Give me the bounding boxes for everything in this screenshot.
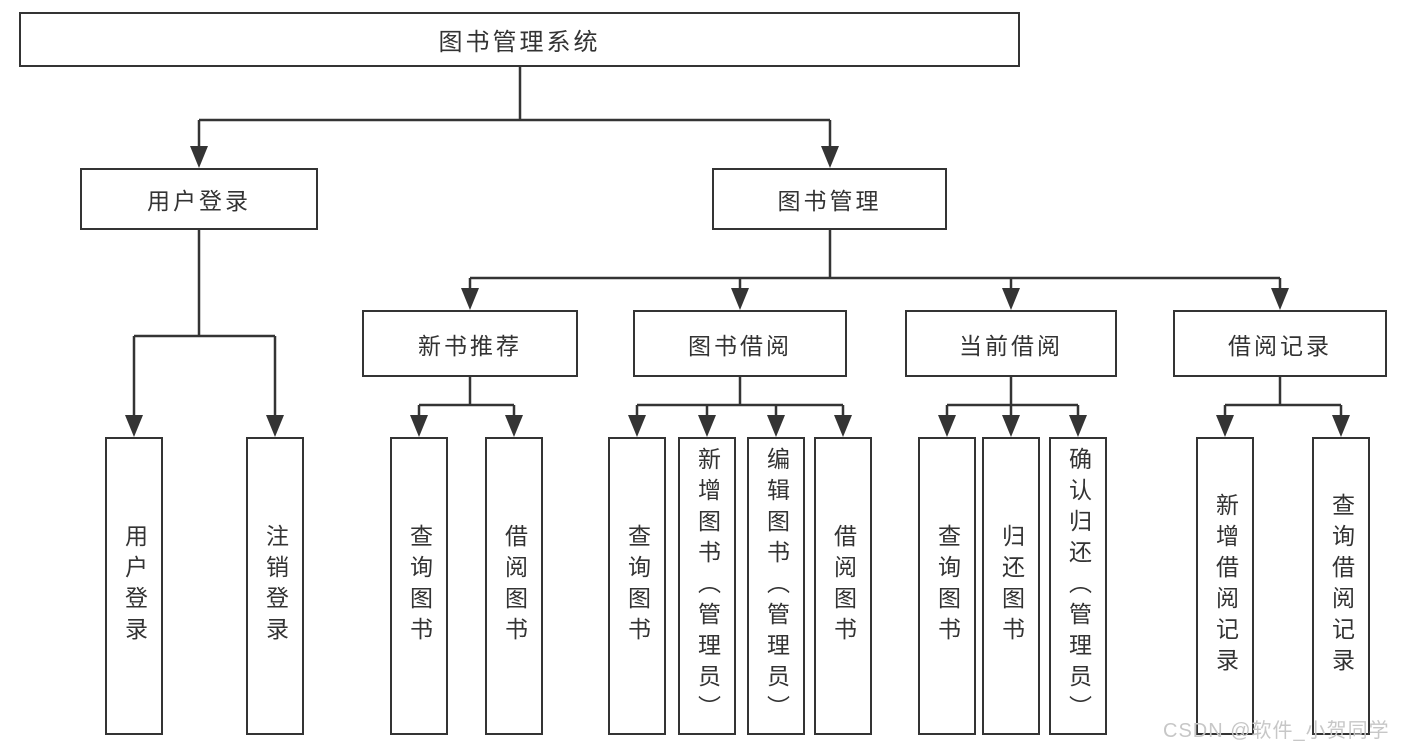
node-leaf-user-login: 用户登录	[105, 437, 163, 735]
node-label: 新增图书（管理员）	[694, 446, 721, 726]
node-label: 借阅图书	[830, 524, 857, 648]
node-user-login-module: 用户登录	[80, 168, 318, 230]
node-leaf-recommend-query-book: 查询图书	[390, 437, 448, 735]
node-label: 查询图书	[624, 524, 651, 648]
node-leaf-add-book-admin: 新增图书（管理员）	[678, 437, 736, 735]
node-root: 图书管理系统	[19, 12, 1020, 67]
node-label: 编辑图书（管理员）	[763, 446, 790, 726]
node-label: 当前借阅	[959, 332, 1063, 359]
node-label: 用户登录	[121, 524, 148, 648]
node-label: 归还图书	[998, 524, 1025, 648]
arrowheads	[125, 146, 1350, 437]
node-leaf-logout: 注销登录	[246, 437, 304, 735]
node-label: 注销登录	[262, 524, 289, 648]
node-book-management: 图书管理	[712, 168, 947, 230]
node-label: 新书推荐	[418, 332, 522, 359]
node-leaf-borrow-query-book: 查询图书	[608, 437, 666, 735]
node-new-book-recommend: 新书推荐	[362, 310, 578, 377]
node-label: 借阅图书	[501, 524, 528, 648]
node-leaf-confirm-return-admin: 确认归还（管理员）	[1049, 437, 1107, 735]
node-leaf-query-borrow-record: 查询借阅记录	[1312, 437, 1370, 735]
node-label: 新增借阅记录	[1212, 493, 1239, 679]
node-label: 查询借阅记录	[1328, 493, 1355, 679]
node-leaf-edit-book-admin: 编辑图书（管理员）	[747, 437, 805, 735]
node-leaf-return-book: 归还图书	[982, 437, 1040, 735]
node-book-borrow: 图书借阅	[633, 310, 847, 377]
node-label: 图书管理	[777, 188, 882, 214]
node-label: 用户登录	[147, 188, 251, 214]
node-leaf-current-query-book: 查询图书	[918, 437, 976, 735]
node-label: 图书借阅	[688, 332, 792, 359]
node-label: 查询图书	[406, 524, 433, 648]
node-leaf-add-borrow-record: 新增借阅记录	[1196, 437, 1254, 735]
watermark: CSDN @软件_小贺同学	[1163, 720, 1390, 742]
node-label: 借阅记录	[1228, 332, 1332, 359]
node-label: 图书管理系统	[438, 29, 601, 56]
node-label: 确认归还（管理员）	[1065, 446, 1092, 726]
node-borrow-records: 借阅记录	[1173, 310, 1387, 377]
node-current-borrow: 当前借阅	[905, 310, 1117, 377]
node-leaf-borrow-book: 借阅图书	[814, 437, 872, 735]
node-leaf-recommend-borrow-book: 借阅图书	[485, 437, 543, 735]
node-label: 查询图书	[934, 524, 961, 648]
